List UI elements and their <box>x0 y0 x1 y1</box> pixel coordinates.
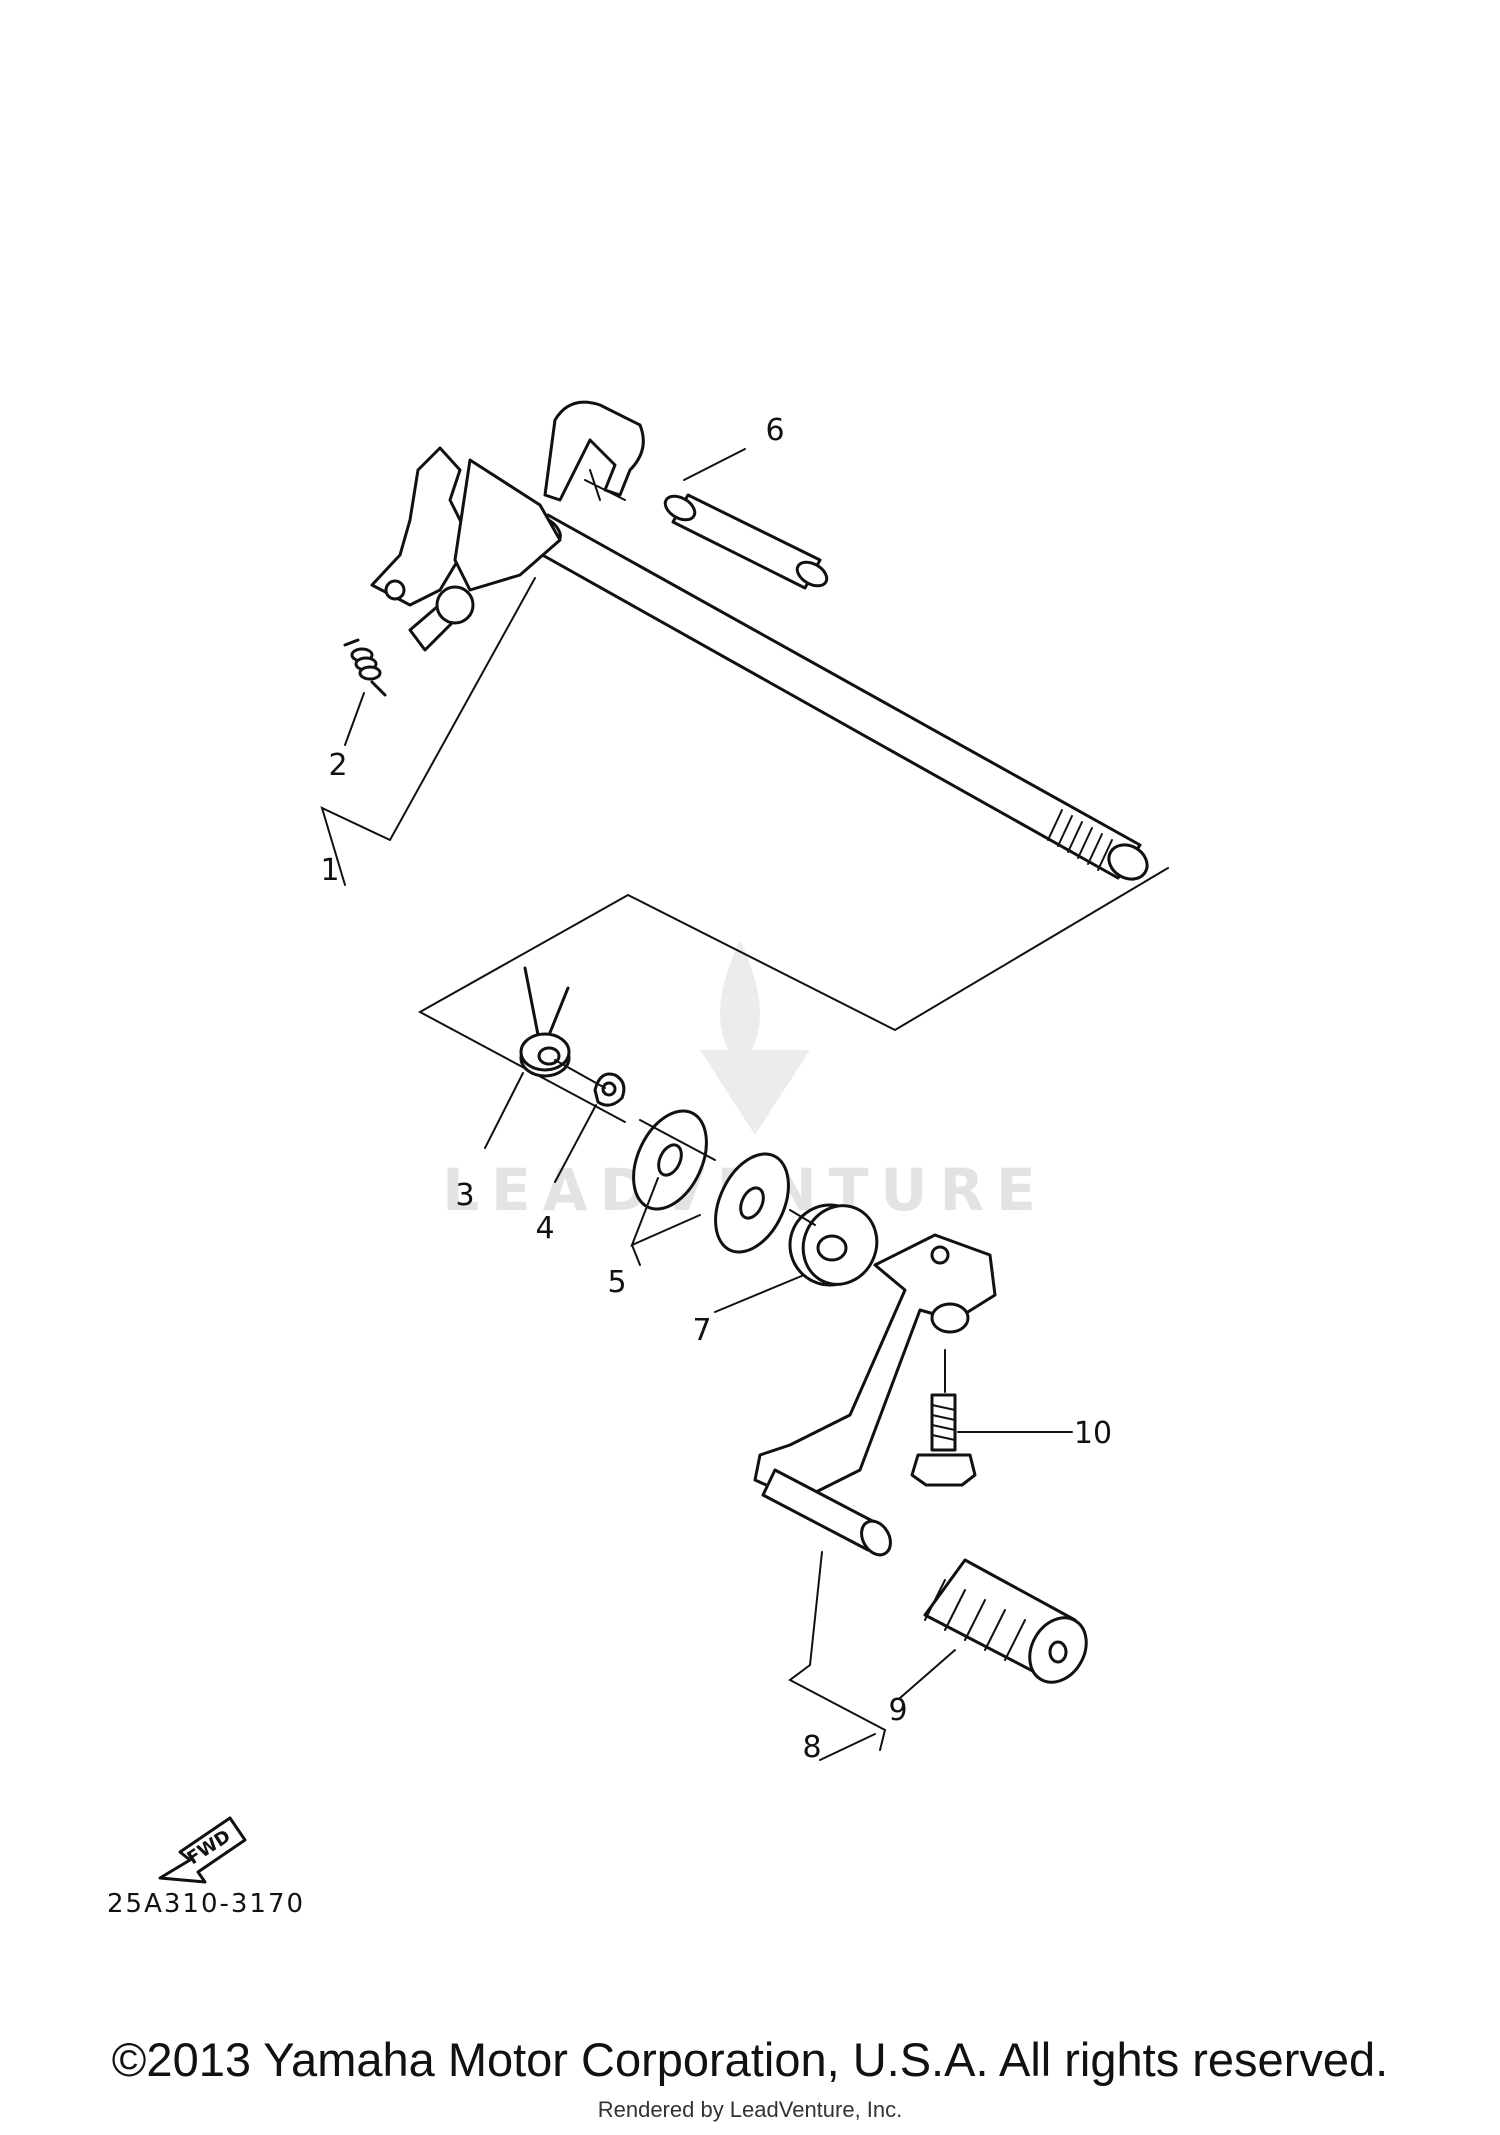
callout-4: 4 <box>535 1211 554 1246</box>
callout-2: 2 <box>328 748 347 783</box>
callout-8: 8 <box>802 1730 821 1765</box>
callout-3: 3 <box>455 1178 474 1213</box>
fwd-arrow-icon: FWD <box>158 1816 247 1884</box>
callout-5: 5 <box>607 1265 626 1300</box>
callout-1: 1 <box>320 853 339 888</box>
part-pedal-rubber <box>923 1558 1088 1684</box>
assembly-axis <box>554 1059 816 1226</box>
callout-9: 9 <box>888 1693 907 1728</box>
copyright-notice: ©2013 Yamaha Motor Corporation, U.S.A. A… <box>111 2033 1389 2086</box>
part-torsion-spring <box>519 966 571 1078</box>
drawing-code: 25A310-3170 <box>107 1889 305 1919</box>
part-shift-shaft <box>370 400 1149 881</box>
part-dowel-pin <box>663 493 829 590</box>
callout-10: 10 <box>1074 1416 1112 1451</box>
part-washers <box>632 1109 790 1254</box>
rendered-by-notice: Rendered by LeadVenture, Inc. <box>597 2097 903 2122</box>
watermark-v-icon <box>700 1050 810 1135</box>
part-circlip <box>593 1072 626 1107</box>
part-bolt <box>910 1349 977 1487</box>
watermark-flame-icon <box>720 940 760 1065</box>
leader-lines <box>320 448 1073 1761</box>
exploded-view-outline <box>417 867 1169 1123</box>
part-spring-small <box>343 638 387 697</box>
callout-6: 6 <box>765 413 784 448</box>
part-shift-pedal <box>753 1233 997 1557</box>
part-oil-seal <box>788 1203 879 1287</box>
callout-7: 7 <box>692 1313 711 1348</box>
